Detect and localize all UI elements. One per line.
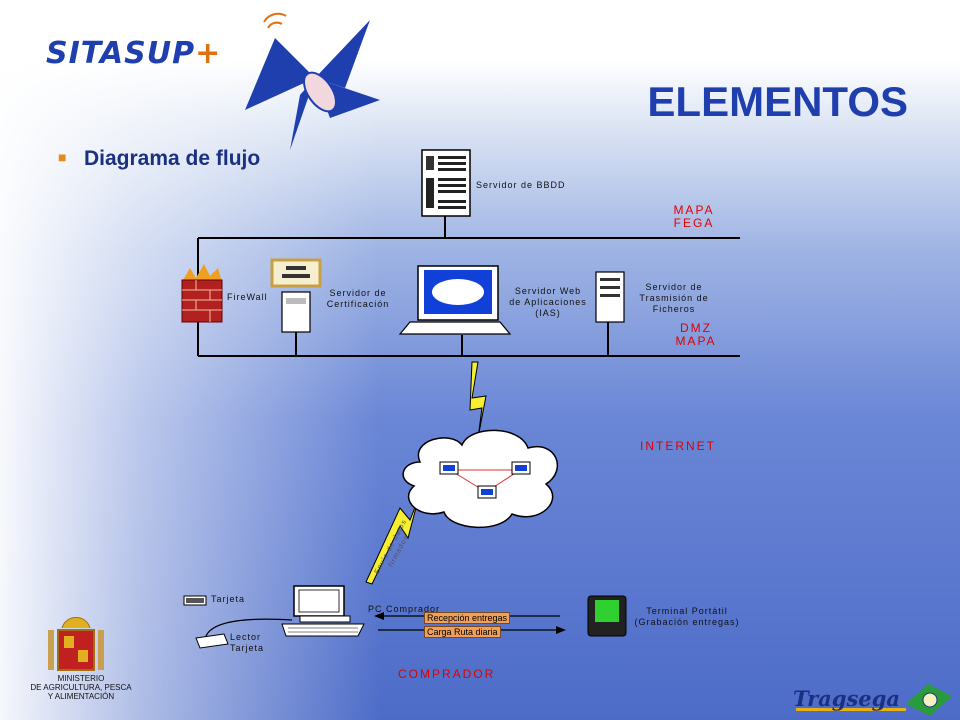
slide-title: ELEMENTOS <box>647 78 908 125</box>
brand-plus: + <box>195 36 222 71</box>
reader-label-2: Tarjeta <box>230 643 265 653</box>
zone-comprador: COMPRADOR <box>398 667 496 681</box>
web-server-icon <box>398 265 512 335</box>
terminal-label-1: Terminal Portátil <box>646 606 728 616</box>
sitasup-logo: SITASUP+ <box>46 36 221 71</box>
cert-server-label: Servidor de Certificación <box>318 288 398 310</box>
file-server-label-2: Trasmisión de <box>639 293 709 303</box>
cert-server-label-2: Certificación <box>326 299 390 309</box>
ministry-label: MINISTERIO DE AGRICULTURA, PESCA Y ALIME… <box>16 674 146 701</box>
file-server-icon <box>595 271 625 323</box>
db-server-icon <box>421 149 471 217</box>
web-server-label-1: Servidor Web <box>514 286 582 296</box>
db-server-label: Servidor de BBDD <box>476 180 566 190</box>
arrow-recepcion-head <box>374 612 384 620</box>
zone-dmz-mapa: DMZ MAPA <box>664 322 728 348</box>
lightning-lower-icon <box>365 499 419 585</box>
zone-mapa-fega-2: FEGA <box>673 216 715 230</box>
brand-main: SITASUP <box>46 36 196 71</box>
file-server-label: Servidor de Trasmisión de Ficheros <box>632 282 716 315</box>
footer-brand-logo: Tragsega <box>793 686 900 711</box>
cert-server-label-1: Servidor de <box>329 288 387 298</box>
zone-dmz-mapa-1: DMZ <box>680 321 712 335</box>
footer-emblem-icon <box>796 684 952 716</box>
card-icon <box>183 595 207 606</box>
reader-label-1: Lector <box>230 632 262 642</box>
web-server-label-2: de Aplicaciones <box>509 297 587 307</box>
message-recepcion: Recepción entregas <box>424 612 511 624</box>
arrow-carga-head <box>556 626 566 634</box>
terminal-label: Terminal Portátil (Grabación entregas) <box>632 606 742 628</box>
ministry-line-2: DE AGRICULTURA, PESCA <box>30 683 132 692</box>
reader-label: Lector Tarjeta <box>230 632 264 654</box>
cert-server-icon <box>270 258 322 333</box>
zone-internet: INTERNET <box>640 439 716 453</box>
ministry-line-1: MINISTERIO <box>57 674 105 683</box>
buyer-pc-icon <box>281 585 365 637</box>
card-reader-icon <box>195 618 293 649</box>
portable-terminal-icon <box>587 595 627 637</box>
bullet-text: Diagrama de flujo <box>84 147 261 170</box>
firewall-label: FireWall <box>227 292 268 302</box>
bullet-square-icon: ■ <box>58 149 67 165</box>
zone-mapa-fega: MAPA FEGA <box>662 204 726 230</box>
pc-label: PC Comprador <box>368 604 441 614</box>
zone-mapa-fega-1: MAPA <box>673 203 715 217</box>
ministry-line-3: Y ALIMENTACIÓN <box>47 692 115 701</box>
file-server-label-1: Servidor de <box>645 282 703 292</box>
firewall-icon <box>181 264 223 323</box>
message-carga: Carga Ruta diaria <box>424 626 501 638</box>
zone-dmz-mapa-2: MAPA <box>675 334 717 348</box>
terminal-label-2: (Grabación entregas) <box>634 617 740 627</box>
web-server-label-3: (IAS) <box>535 308 561 318</box>
web-server-label: Servidor Web de Aplicaciones (IAS) <box>500 286 596 319</box>
ministry-shield-icon <box>48 617 104 671</box>
lightning-upper-icon <box>469 361 487 439</box>
internet-cloud-icon <box>402 429 558 528</box>
card-label: Tarjeta <box>211 594 246 604</box>
file-server-label-3: Ficheros <box>652 304 696 314</box>
